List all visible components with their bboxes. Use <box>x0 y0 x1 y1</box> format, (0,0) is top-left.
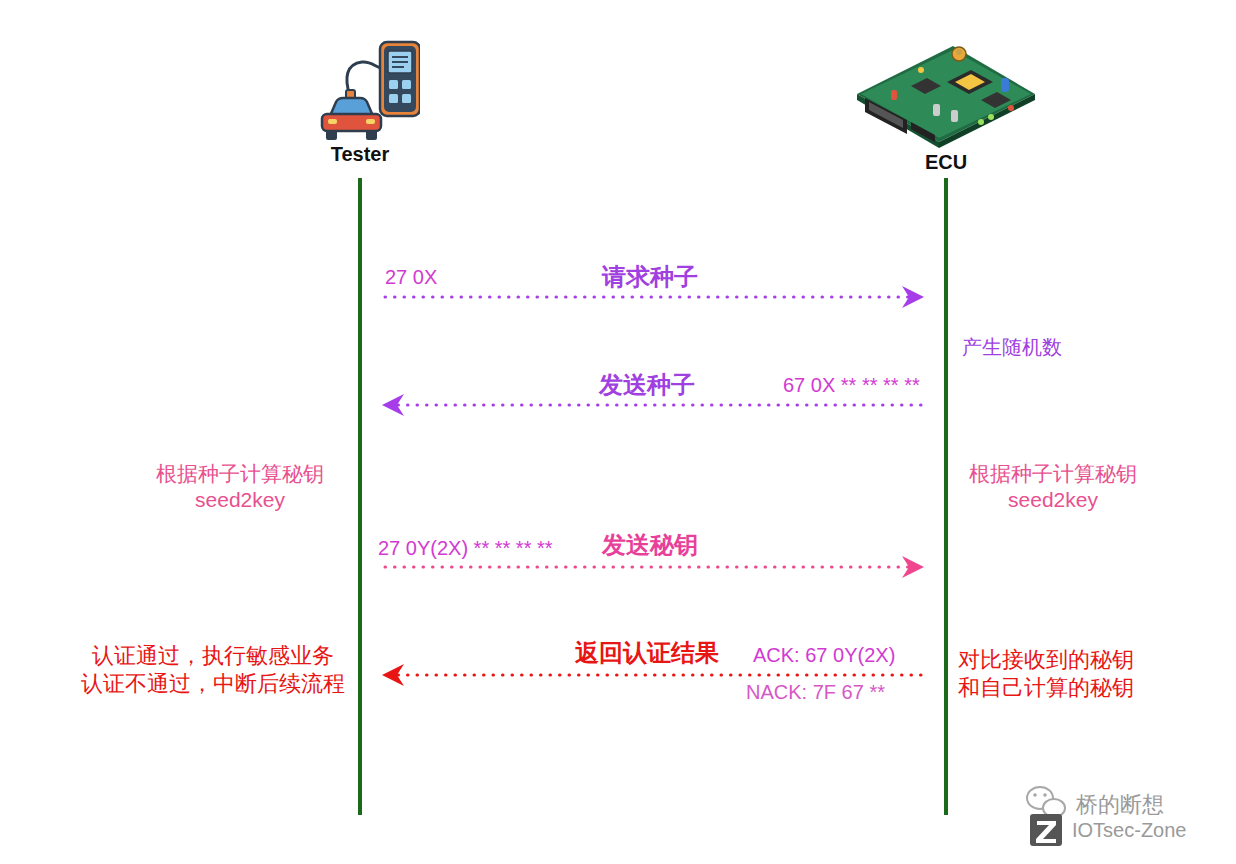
result-note: 认证通过，执行敏感业务 认证不通过，中断后续流程 <box>77 642 348 697</box>
arrow-head <box>382 394 404 416</box>
wechat-icon <box>1027 787 1065 817</box>
service-code: 67 0X ** ** ** ** <box>783 373 920 398</box>
ecu-lifeline <box>944 178 948 815</box>
message-arrow <box>396 675 921 676</box>
service-code: 27 0X <box>385 265 437 290</box>
step-note: 产生随机数 <box>962 335 1062 360</box>
watermark: IOTsec-Zone <box>1072 818 1186 843</box>
participant-name: ECU <box>851 150 1041 174</box>
arrow-head <box>382 664 404 686</box>
message-line <box>385 566 910 569</box>
result-note: 对比接收到的秘钥 和自己计算的秘钥 <box>958 646 1141 701</box>
step-note: 根据种子计算秘钥 seed2key <box>966 461 1140 514</box>
service-code: ACK: 67 0Y(2X) <box>753 643 895 668</box>
tester-node: Tester <box>300 38 420 166</box>
ecu-board-icon <box>851 38 1041 150</box>
participant-name: Tester <box>300 142 420 166</box>
message-label: 返回认证结果 <box>575 638 719 668</box>
message-arrow <box>385 297 910 298</box>
message-label: 请求种子 <box>602 262 698 292</box>
message-arrow <box>385 567 910 568</box>
step-note: 根据种子计算秘钥 seed2key <box>153 461 327 514</box>
watermark: 桥的断想 <box>1076 791 1164 819</box>
service-code: NACK: 7F 67 ** <box>746 680 885 705</box>
service-code: 27 0Y(2X) ** ** ** ** <box>378 536 553 561</box>
message-label: 发送种子 <box>599 370 695 400</box>
tester-icon <box>300 38 420 142</box>
message-line <box>396 674 921 677</box>
message-line <box>385 296 910 299</box>
message-arrow <box>396 405 921 406</box>
message-line <box>396 404 921 407</box>
message-label: 发送秘钥 <box>602 530 698 560</box>
arrow-head <box>902 286 924 308</box>
ecu-node: ECU <box>851 38 1041 174</box>
arrow-head <box>902 556 924 578</box>
zone-logo <box>1030 814 1062 846</box>
tester-lifeline <box>358 178 362 815</box>
